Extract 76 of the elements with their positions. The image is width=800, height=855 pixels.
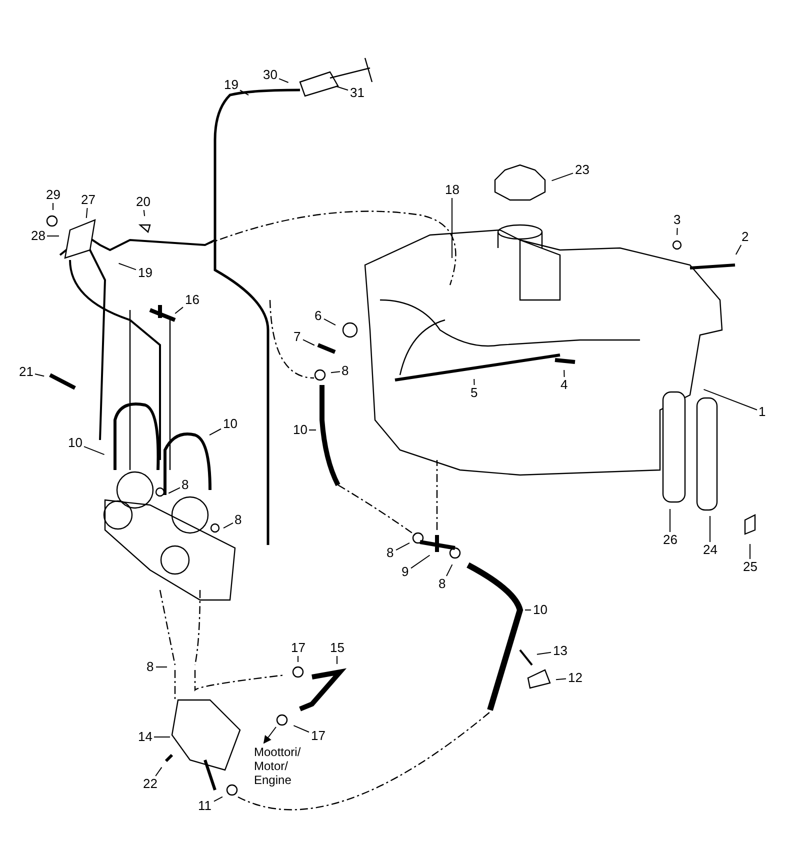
callout-number: 6 — [314, 309, 322, 323]
callout-number: 18 — [445, 183, 460, 197]
arrow — [263, 726, 276, 744]
callout-number: 29 — [46, 188, 60, 202]
callout-number: 4 — [560, 378, 568, 392]
callout-number: 12 — [568, 671, 582, 685]
callout-number: 26 — [663, 533, 678, 547]
leader-line — [396, 542, 410, 551]
leader-line — [551, 172, 574, 182]
callout-number: 3 — [674, 213, 681, 227]
leader-line — [703, 388, 758, 410]
callout-number: 1 — [758, 405, 766, 419]
leader-line — [555, 678, 566, 680]
callout-number: 23 — [575, 163, 590, 177]
leader-line — [168, 487, 180, 494]
callout-number: 31 — [350, 86, 364, 100]
callout-number: 8 — [342, 364, 349, 378]
leader-line — [330, 371, 340, 374]
leader-line — [155, 766, 162, 776]
callout-number: 19 — [224, 78, 238, 92]
callout-number: 13 — [553, 644, 568, 658]
callout-number: 14 — [138, 730, 152, 744]
callout-number: 28 — [31, 229, 46, 243]
callout-number: 25 — [743, 560, 758, 574]
leader-line — [336, 656, 338, 664]
callout-number: 5 — [470, 386, 478, 400]
callout-number: 21 — [19, 365, 34, 379]
callout-number: 17 — [311, 729, 326, 743]
leader-line — [293, 725, 310, 733]
leader-line — [564, 370, 565, 378]
callout-number: 15 — [330, 641, 344, 655]
callout-number: 8 — [234, 513, 242, 527]
leader-line — [223, 522, 234, 529]
leader-line — [302, 339, 315, 346]
callout-number: 10 — [68, 436, 82, 450]
leader-line — [278, 78, 289, 83]
callout-number: 10 — [293, 423, 308, 437]
leader-line — [735, 244, 742, 255]
callout-number: 8 — [438, 577, 446, 591]
leader-line — [214, 796, 223, 802]
leader-line — [118, 262, 136, 270]
leader-line — [410, 554, 430, 569]
callout-number: 8 — [386, 546, 394, 560]
callout-number: 30 — [263, 68, 278, 82]
callout-number: 17 — [291, 641, 306, 655]
leader-line — [174, 306, 184, 314]
leader-line — [156, 666, 168, 668]
callout-number: 10 — [223, 417, 238, 431]
leader-line — [34, 374, 45, 377]
leader-line — [52, 202, 54, 210]
callout-number: 19 — [138, 266, 152, 280]
leader-line — [536, 652, 552, 655]
leader-line — [474, 378, 475, 386]
leader-line — [335, 86, 348, 91]
leader-line — [209, 428, 222, 436]
callout-number: 8 — [146, 660, 154, 674]
callout-number: 8 — [182, 478, 189, 492]
leader-line — [86, 208, 88, 219]
callout-number: 22 — [143, 777, 158, 791]
leader-line — [324, 318, 336, 326]
callout-number: 10 — [533, 603, 548, 617]
callout-number: 24 — [703, 543, 718, 557]
callout-number: 11 — [198, 799, 212, 813]
leader-line — [143, 210, 146, 217]
callout-number: 2 — [742, 230, 749, 244]
leader-line — [446, 564, 453, 576]
callout-number: 16 — [185, 293, 200, 307]
leader-line — [154, 736, 170, 738]
destination-label: Moottori/ Motor/ Engine — [254, 745, 314, 787]
leader-line — [84, 446, 105, 456]
callout-number: 7 — [294, 330, 301, 344]
callout-number: 20 — [136, 195, 150, 209]
callout-number: 9 — [402, 565, 409, 579]
callout-number: 27 — [81, 193, 96, 207]
leader-line — [676, 228, 678, 236]
leader-line — [240, 90, 250, 96]
